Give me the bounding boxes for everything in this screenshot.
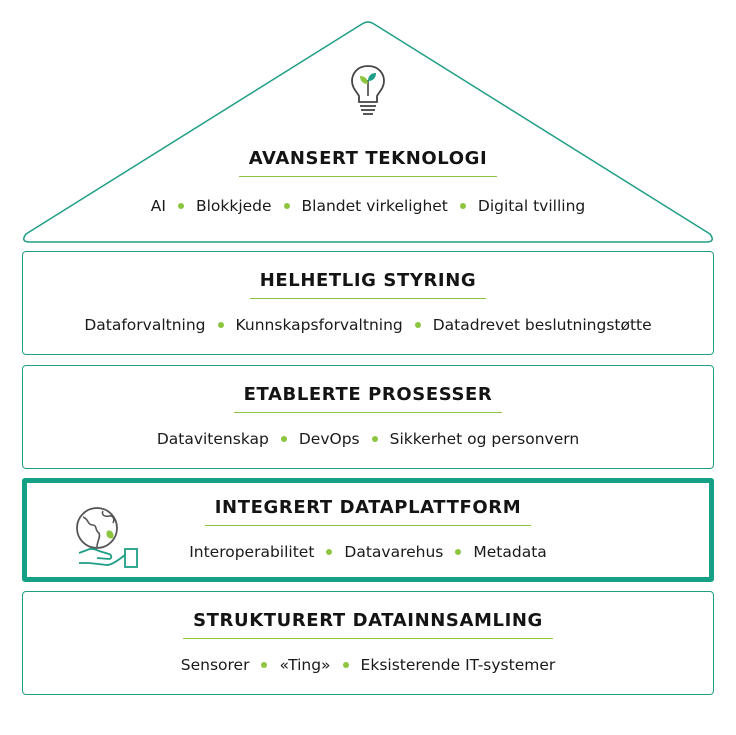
layer-item: Datadrevet beslutningstøtte <box>432 316 652 334</box>
layer-item: «Ting» <box>279 656 331 674</box>
layer-helhetlig-styring: HELHETLIG STYRING Dataforvaltning Kunnska… <box>22 251 714 355</box>
layer-items: Dataforvaltning Kunnskapsforvaltning Datad… <box>23 316 713 334</box>
layer-items: Interoperabilitet Datavarehus Metadata <box>27 543 709 561</box>
globe-hand-icon <box>76 507 138 568</box>
layer-items: Sensorer «Ting» Eksisterende IT-systemer <box>23 656 713 674</box>
layer-title: STRUKTURERT DATAINNSAMLING <box>183 610 553 639</box>
layer-item: Interoperabilitet <box>189 543 315 561</box>
layer-item: Metadata <box>473 543 547 561</box>
layer-items: Datavitenskap DevOps Sikkerhet og personve… <box>23 430 713 448</box>
bullet-dot <box>283 202 290 209</box>
layer-title-wrap: ETABLERTE PROSESSER <box>23 384 713 413</box>
layer-item: Dataforvaltning <box>84 316 206 334</box>
roof-item: Blandet virkelighet <box>301 197 448 215</box>
lightbulb-plant-icon <box>351 65 385 115</box>
layer-strukturert-datainnsamling: STRUKTURERT DATAINNSAMLING Sensorer «Ting… <box>22 591 714 695</box>
bullet-dot <box>414 321 421 328</box>
layer-title-wrap: HELHETLIG STYRING <box>23 270 713 299</box>
bullet-dot <box>455 548 462 555</box>
roof-item: AI <box>150 197 166 215</box>
bullet-dot <box>371 435 378 442</box>
layer-title: ETABLERTE PROSESSER <box>233 384 503 413</box>
roof-outline <box>23 21 713 243</box>
layer-etablerte-prosesser: ETABLERTE PROSESSER Datavitenskap DevOps S… <box>22 365 714 469</box>
roof-item: Blokkjede <box>195 197 272 215</box>
layer-item: Kunnskapsforvaltning <box>235 316 403 334</box>
layer-title-wrap: INTEGRERT DATAPLATTFORM <box>27 497 709 526</box>
layer-item: Sensorer <box>180 656 250 674</box>
bullet-dot <box>459 202 466 209</box>
roof-title-wrap: AVANSERT TEKNOLOGI <box>0 148 736 177</box>
bullet-dot <box>177 202 184 209</box>
layer-title-wrap: STRUKTURERT DATAINNSAMLING <box>23 610 713 639</box>
roof-items: AI Blokkjede Blandet virkelighet Digital tv… <box>0 197 736 215</box>
bullet-dot <box>342 661 349 668</box>
bullet-dot <box>261 661 268 668</box>
layer-item: Sikkerhet og personvern <box>389 430 580 448</box>
layer-item: Datavitenskap <box>156 430 269 448</box>
layer-title: HELHETLIG STYRING <box>249 270 487 299</box>
roof-section: AVANSERT TEKNOLOGI AI Blokkjede Blandet vi… <box>0 0 736 250</box>
roof-title: AVANSERT TEKNOLOGI <box>238 148 498 177</box>
bullet-dot <box>217 321 224 328</box>
bullet-dot <box>326 548 333 555</box>
layer-title: INTEGRERT DATAPLATTFORM <box>204 497 532 526</box>
layer-integrert-dataplattform: INTEGRERT DATAPLATTFORM Interoperabilite… <box>22 478 714 582</box>
roof-item: Digital tvilling <box>477 197 586 215</box>
bullet-dot <box>280 435 287 442</box>
layer-item: Datavarehus <box>344 543 444 561</box>
layer-item: Eksisterende IT-systemer <box>360 656 556 674</box>
layer-item: DevOps <box>298 430 360 448</box>
